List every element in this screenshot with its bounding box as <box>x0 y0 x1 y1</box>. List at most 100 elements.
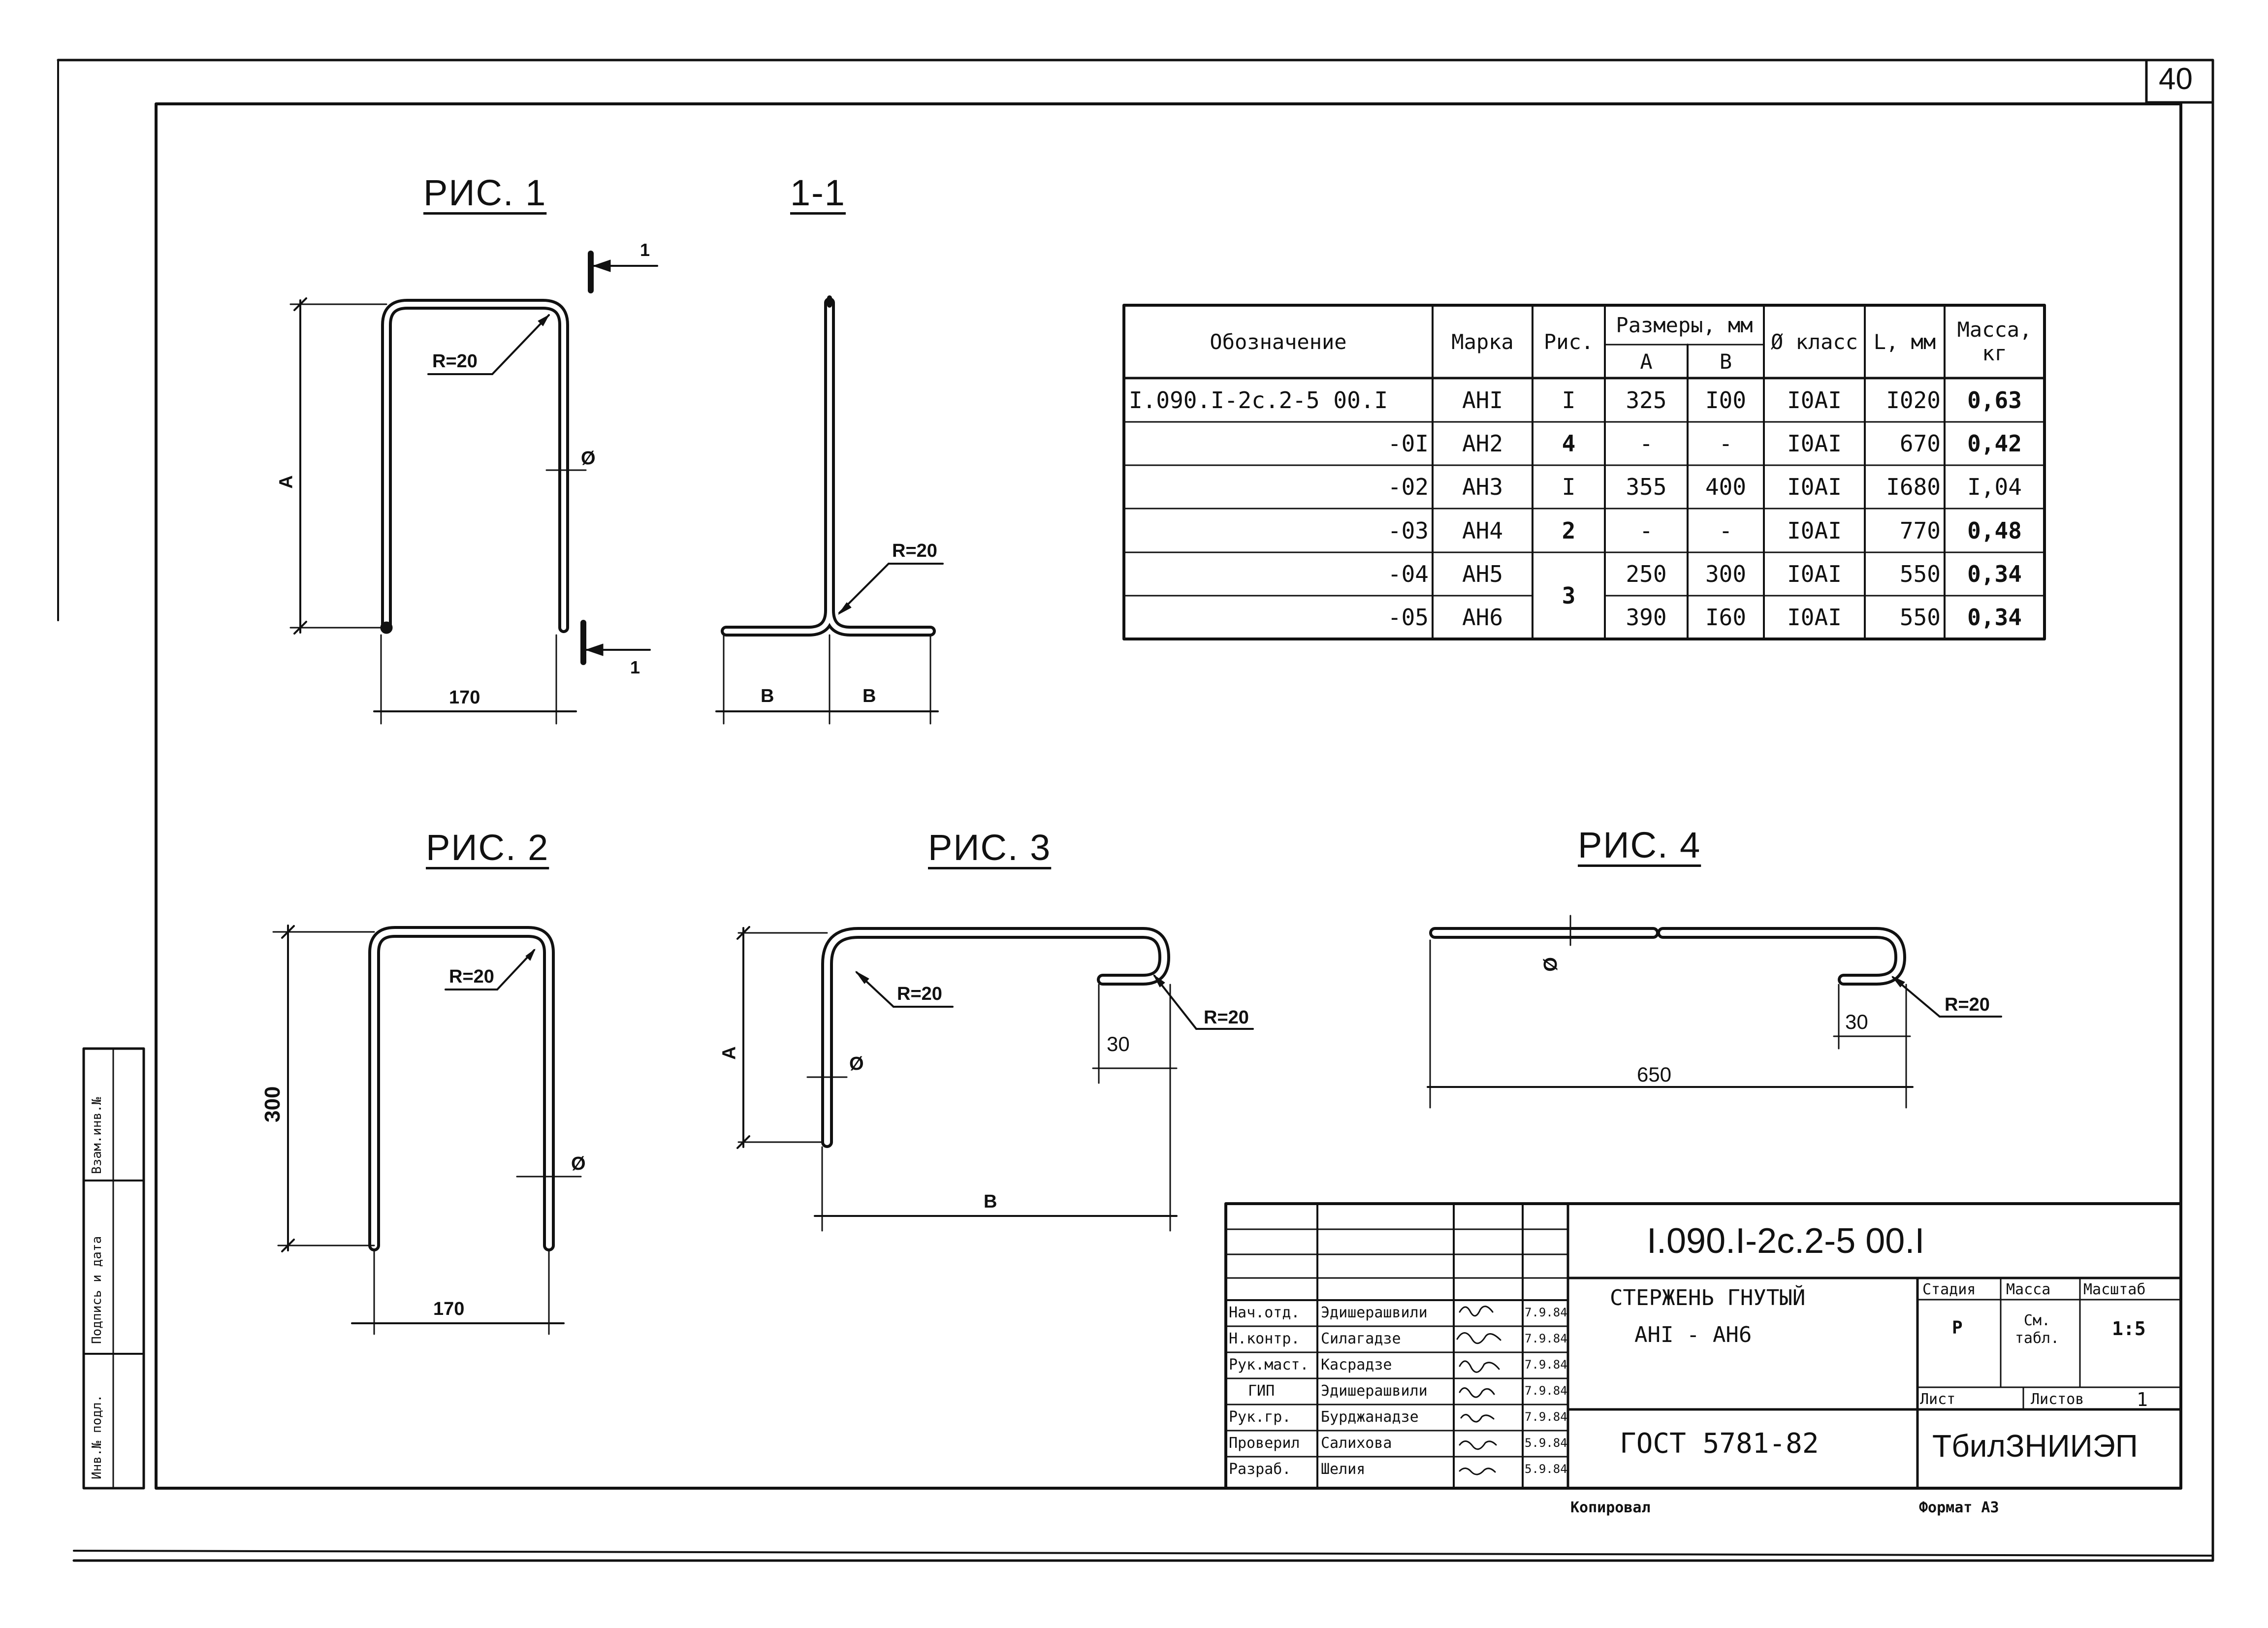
scale-label: Масштаб <box>2083 1281 2146 1298</box>
table-cell-mass: 0,42 <box>1967 430 2022 457</box>
table-header-a: A <box>1640 349 1653 374</box>
table-header-fig: Рис. <box>1543 329 1594 354</box>
table-cell-designation: -02 <box>1387 474 1429 500</box>
person-name: Салихова <box>1321 1435 1392 1452</box>
role-label: Проверил <box>1229 1435 1300 1452</box>
fig4-radius-label: R=20 <box>1945 994 1990 1015</box>
sign-date: 7.9.84 <box>1525 1410 1567 1424</box>
fig1-dim-170: 170 <box>449 687 480 708</box>
fig3-dim-30: 30 <box>1107 1032 1130 1055</box>
table-cell-fig: I <box>1562 474 1576 500</box>
table-cell-length: I680 <box>1886 474 1941 500</box>
side-stamp-sign-date: Подпись и дата <box>90 1236 104 1344</box>
organization: ТбилЗНИИЭП <box>1932 1428 2138 1464</box>
sheet-label: Лист <box>1920 1391 1956 1408</box>
fig2-dim-300: 300 <box>260 1086 285 1122</box>
table-cell-mark: АН2 <box>1462 430 1503 457</box>
side-stamp-inv-orig: Инв.№ подл. <box>90 1394 104 1479</box>
table-cell-mass: 0,34 <box>1967 604 2022 631</box>
table-cell-b: I60 <box>1705 604 1747 631</box>
table-cell-designation: -0I <box>1387 430 1429 457</box>
mass-label: Масса <box>2006 1281 2051 1298</box>
person-name: Силагадзе <box>1321 1330 1401 1347</box>
table-cell-class: I0АI <box>1787 561 1842 587</box>
table-cell-b: - <box>1719 517 1733 544</box>
stage-value: Р <box>1952 1318 1963 1338</box>
fig1-diameter-label: Ø <box>581 448 596 469</box>
table-cell-a: 325 <box>1626 386 1667 414</box>
table-cell-mark: АН3 <box>1462 474 1503 500</box>
sign-date: 7.9.84 <box>1525 1384 1567 1398</box>
sheet-number: 40 <box>2159 62 2193 96</box>
table-cell-mass: 0,34 <box>1967 561 2022 587</box>
table-cell-a: 355 <box>1626 474 1667 500</box>
table-cell-class: I0АI <box>1787 604 1842 631</box>
part-title: СТЕРЖЕНЬ ГНУТЫЙ <box>1610 1285 1806 1310</box>
fig3-radius-inner-label: R=20 <box>897 984 942 1004</box>
format-label: Формат А3 <box>1919 1499 1999 1516</box>
section-mark-bottom: 1 <box>630 657 640 677</box>
table-cell-b: - <box>1719 430 1733 457</box>
fig4-dim-650: 650 <box>1637 1063 1672 1086</box>
table-cell-a: - <box>1639 517 1653 544</box>
table-header-b: B <box>1719 349 1732 374</box>
section-mark-top: 1 <box>640 240 650 260</box>
table-header-length: L, мм <box>1873 329 1936 354</box>
role-label: Разраб. <box>1229 1461 1291 1478</box>
table-cell-mark: АН5 <box>1462 561 1503 587</box>
table-cell-class: I0АI <box>1787 386 1842 414</box>
scale-value: 1:5 <box>2112 1318 2146 1340</box>
fig2-radius-label: R=20 <box>449 966 494 987</box>
table-cell-fig: I <box>1562 386 1576 414</box>
table-cell-mass: I,04 <box>1967 474 2022 500</box>
stage-label: Стадия <box>1922 1281 1976 1298</box>
table-header-sizes: Размеры, мм <box>1616 313 1753 337</box>
table-cell-class: I0АI <box>1787 517 1842 544</box>
table-cell-mass: 0,63 <box>1967 386 2022 414</box>
table-cell-a: - <box>1639 430 1653 457</box>
table-cell-mark: АНI <box>1462 386 1503 414</box>
table-cell-fig: 3 <box>1562 582 1576 609</box>
sign-date: 7.9.84 <box>1525 1358 1567 1372</box>
mass-value: См. табл. <box>2014 1312 2060 1347</box>
table-cell-length: 670 <box>1899 430 1941 457</box>
fig3-radius-outer-label: R=20 <box>1204 1007 1249 1028</box>
sign-date: 7.9.84 <box>1525 1306 1567 1319</box>
table-cell-length: 550 <box>1899 604 1941 631</box>
table-cell-mark: АН4 <box>1462 517 1503 544</box>
document-code: I.090.I-2с.2-5 00.I <box>1647 1221 1925 1261</box>
fig3-dim-a: A <box>719 1046 740 1060</box>
table-cell-a: 390 <box>1626 604 1667 631</box>
table-cell-mass: 0,48 <box>1967 517 2022 544</box>
fig3-title: РИС. 3 <box>928 827 1052 868</box>
person-name: Касрадзе <box>1321 1356 1392 1373</box>
table-cell-class: I0АI <box>1787 430 1842 457</box>
fig1-title: РИС. 1 <box>423 172 547 213</box>
fig4-diameter-label: Ø <box>1540 957 1561 972</box>
table-cell-designation: I.090.I-2с.2-5 00.I <box>1129 386 1388 414</box>
standard-ref: ГОСТ 5781-82 <box>1620 1428 1819 1460</box>
table-cell-length: 550 <box>1899 561 1941 587</box>
table-cell-b: I00 <box>1705 386 1747 414</box>
role-label: Нач.отд. <box>1229 1304 1300 1321</box>
fig1-radius-label: R=20 <box>432 351 478 372</box>
sheets-count: 1 <box>2137 1389 2148 1410</box>
person-name: Эдишерашвили <box>1321 1382 1428 1400</box>
table-cell-mark: АН6 <box>1462 604 1503 631</box>
table-cell-designation: -04 <box>1387 561 1429 587</box>
fig2-diameter-label: Ø <box>571 1153 586 1174</box>
fig2-dim-170: 170 <box>433 1299 465 1319</box>
person-name: Бурджанадзе <box>1321 1408 1419 1426</box>
table-header-designation: Обозначение <box>1210 329 1347 354</box>
table-cell-designation: -03 <box>1387 517 1429 544</box>
table-cell-fig: 2 <box>1562 517 1576 544</box>
table-header-mass: Масса, кг <box>1957 317 2032 365</box>
sign-date: 5.9.84 <box>1525 1462 1567 1476</box>
table-cell-fig: 4 <box>1562 430 1576 457</box>
sheets-label: Листов <box>2031 1391 2084 1408</box>
sign-date: 7.9.84 <box>1525 1332 1567 1345</box>
role-label: Рук.маст. <box>1229 1356 1309 1373</box>
role-label: ГИП <box>1248 1382 1275 1400</box>
